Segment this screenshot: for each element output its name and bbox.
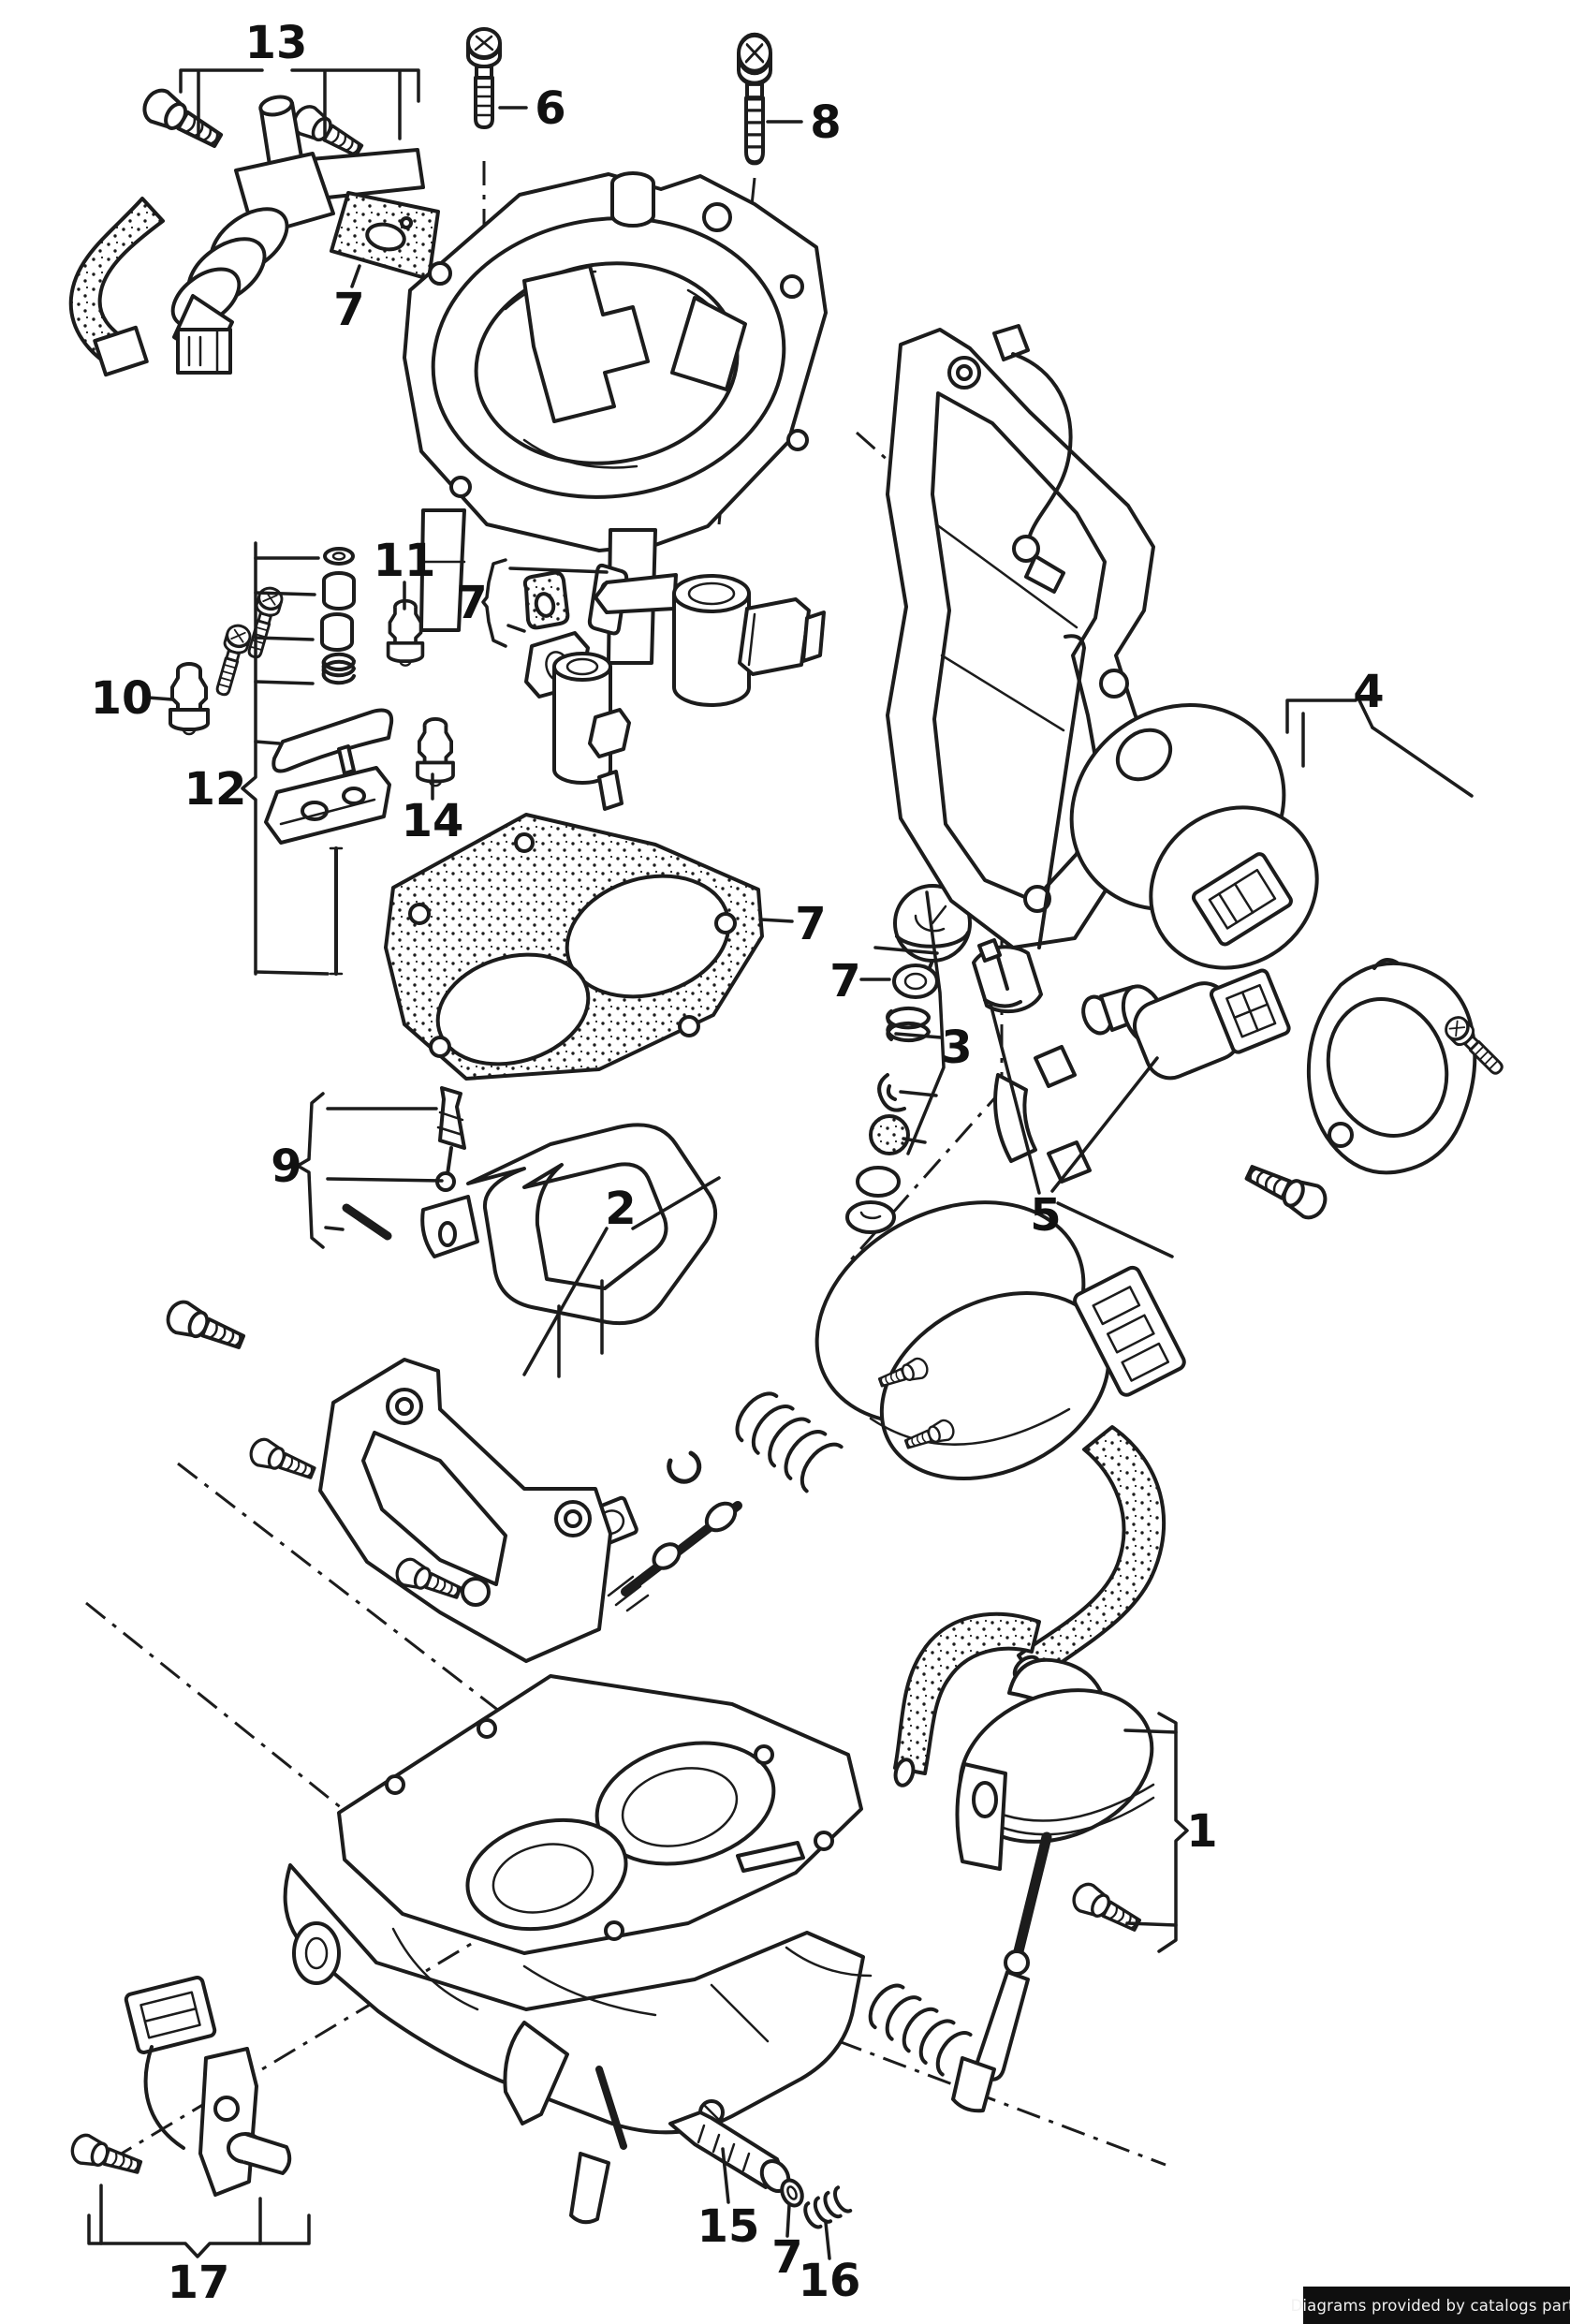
callout-7: 7 (333, 284, 364, 336)
callout-2: 2 (605, 1183, 636, 1235)
callout-1: 1 (1186, 1805, 1217, 1858)
venturi-tubes (524, 573, 826, 811)
callout-12: 12 (184, 763, 247, 816)
cover-ring-4 (1306, 958, 1510, 1175)
leader-line-12 (254, 740, 281, 745)
leader-line-9 (326, 1177, 444, 1183)
throttle-sensor-17 (66, 1976, 292, 2197)
callout-9: 9 (271, 1140, 301, 1193)
callout-5: 5 (1030, 1189, 1061, 1242)
callout-13: 13 (245, 17, 308, 69)
screw-5 (1240, 1155, 1333, 1225)
cutoff-valve-assembly-13 (68, 82, 425, 377)
callout-16: 16 (799, 2255, 861, 2307)
leader-line-7 (758, 918, 794, 923)
leader-line-13 (290, 68, 420, 103)
callout-7: 7 (795, 898, 826, 950)
leader-line-16 (824, 2221, 831, 2260)
leader-line-3 (873, 946, 939, 955)
leader-line-15 (721, 2147, 730, 2204)
leader-line-5 (1056, 1201, 1174, 1258)
callout-17: 17 (168, 2257, 230, 2309)
leader-line-12 (254, 636, 315, 641)
callout-11: 11 (374, 535, 436, 587)
leader-line-3 (894, 1032, 943, 1039)
vacuum-unit-1 (893, 1611, 1155, 2113)
mounting-bracket-lower (161, 1296, 612, 1663)
plug-14 (416, 717, 455, 788)
carburetor-upper-body (209, 171, 828, 699)
leader-line-3 (899, 1090, 938, 1097)
callout-15: 15 (697, 2200, 760, 2253)
leader-line-7 (506, 624, 526, 633)
leader-line-9 (324, 1226, 345, 1231)
leader-line-12 (254, 680, 315, 685)
screw-6 (466, 27, 502, 129)
callout-6: 6 (535, 82, 565, 135)
float-pin-9 (342, 1203, 392, 1241)
leader-line-3 (906, 890, 946, 1155)
idle-screw-15 (668, 2111, 791, 2193)
leader-line-7 (508, 566, 609, 574)
leader-line-1 (1125, 1921, 1178, 1927)
leader-line-10 (146, 696, 174, 701)
callout-7: 7 (829, 955, 860, 1008)
callout-3: 3 (941, 1022, 972, 1074)
leader-line-4 (1371, 726, 1474, 798)
callout-7: 7 (456, 577, 487, 629)
leader-line-1 (1123, 1728, 1178, 1734)
retainer-clip-5 (972, 938, 1043, 1014)
plug-11 (386, 598, 425, 668)
float-needle-9 (435, 1086, 466, 1192)
leader-line-4 (1357, 699, 1374, 729)
mount-plate-7 (330, 191, 440, 281)
leader-line-2 (631, 1176, 721, 1230)
o-ring-7 (780, 2178, 804, 2208)
leader-line-7 (785, 2203, 791, 2238)
callout-14: 14 (402, 795, 464, 847)
leader-line-17 (87, 2214, 311, 2258)
leader-line-5 (989, 1002, 1041, 1195)
callout-7: 7 (771, 2231, 802, 2284)
main-gasket-7 (384, 813, 764, 1081)
screw-8 (739, 35, 770, 162)
choke-heater-unit-4 (1069, 702, 1319, 970)
leader-line-5 (1050, 1056, 1159, 1193)
parts-column-12 (264, 547, 394, 976)
spring-16 (803, 2185, 853, 2229)
solenoid-valve-5 (1081, 968, 1291, 1081)
footer-credit: Diagrams provided by catalogs parts (1290, 2287, 1570, 2324)
leader-line-9 (296, 1092, 325, 1249)
leader-line-4 (1285, 699, 1357, 734)
leader-line-7 (481, 558, 507, 648)
footer-credit-text: Diagrams provided by catalogs parts (1290, 2296, 1570, 2315)
leader-line-12 (241, 541, 257, 976)
callout-4: 4 (1353, 666, 1384, 718)
carburetor-lower-body (283, 1674, 973, 2225)
electrical-wire (992, 324, 1073, 594)
callout-10: 10 (91, 672, 154, 725)
leader-line-2 (522, 1227, 609, 1376)
leader-line-1 (1157, 1712, 1189, 1953)
leader-line-3 (902, 1137, 927, 1144)
plug-10 (168, 662, 211, 736)
callout-8: 8 (810, 96, 841, 149)
link-rod (1037, 634, 1086, 949)
leader-line-7 (350, 264, 361, 288)
float-chamber-cover-9 (420, 1123, 717, 1326)
leader-line-12 (254, 591, 316, 596)
leader-line-13 (179, 68, 264, 94)
leader-line-12 (254, 970, 330, 976)
